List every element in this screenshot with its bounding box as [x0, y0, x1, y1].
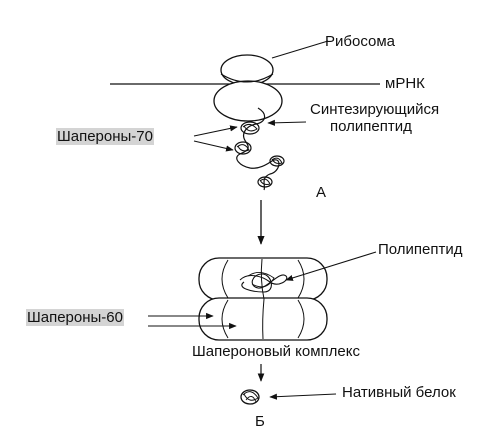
chaperone70-knot [240, 121, 260, 135]
ribosome-label: Рибосома [325, 33, 395, 50]
chaperone-complex-label: Шапероновый комплекс [192, 343, 360, 360]
native-protein-arrow [269, 393, 337, 400]
chaperones60-label-text: Шапероны-60 [26, 309, 124, 326]
chaperone70-arrow [193, 125, 238, 137]
mrna-label: мРНК [385, 75, 425, 92]
native-protein-label: Нативный белок [342, 384, 456, 401]
synthesizing-polypeptide-label-line1: Синтезирующийся [310, 101, 440, 118]
polypeptide-arrow [285, 251, 377, 281]
chaperonin-complex [198, 257, 328, 341]
synthesizing-polypeptide-label-line2: полипептид [330, 118, 412, 135]
panel-a-label: А [316, 184, 327, 201]
chaperone70-arrow [193, 140, 234, 152]
chaperone70-knot [234, 141, 252, 155]
native-protein [240, 389, 260, 405]
chaperones70-label-text: Шапероны-70 [56, 128, 154, 145]
chaperones60-label: Шапероны-60 [26, 309, 124, 326]
polypeptide-label: Полипептид [378, 241, 463, 258]
nascent-polypeptide [236, 107, 280, 191]
panel-b-label: Б [255, 413, 265, 430]
synth-polypeptide-arrow [267, 119, 307, 126]
chaperone70-knot [257, 176, 273, 188]
ribosome-pointer [271, 40, 329, 59]
enclosed-polypeptide [239, 272, 288, 293]
chaperone70-knot [269, 155, 285, 167]
chaperones70-label: Шапероны-70 [56, 128, 154, 145]
ribosome-large-subunit [213, 80, 283, 122]
